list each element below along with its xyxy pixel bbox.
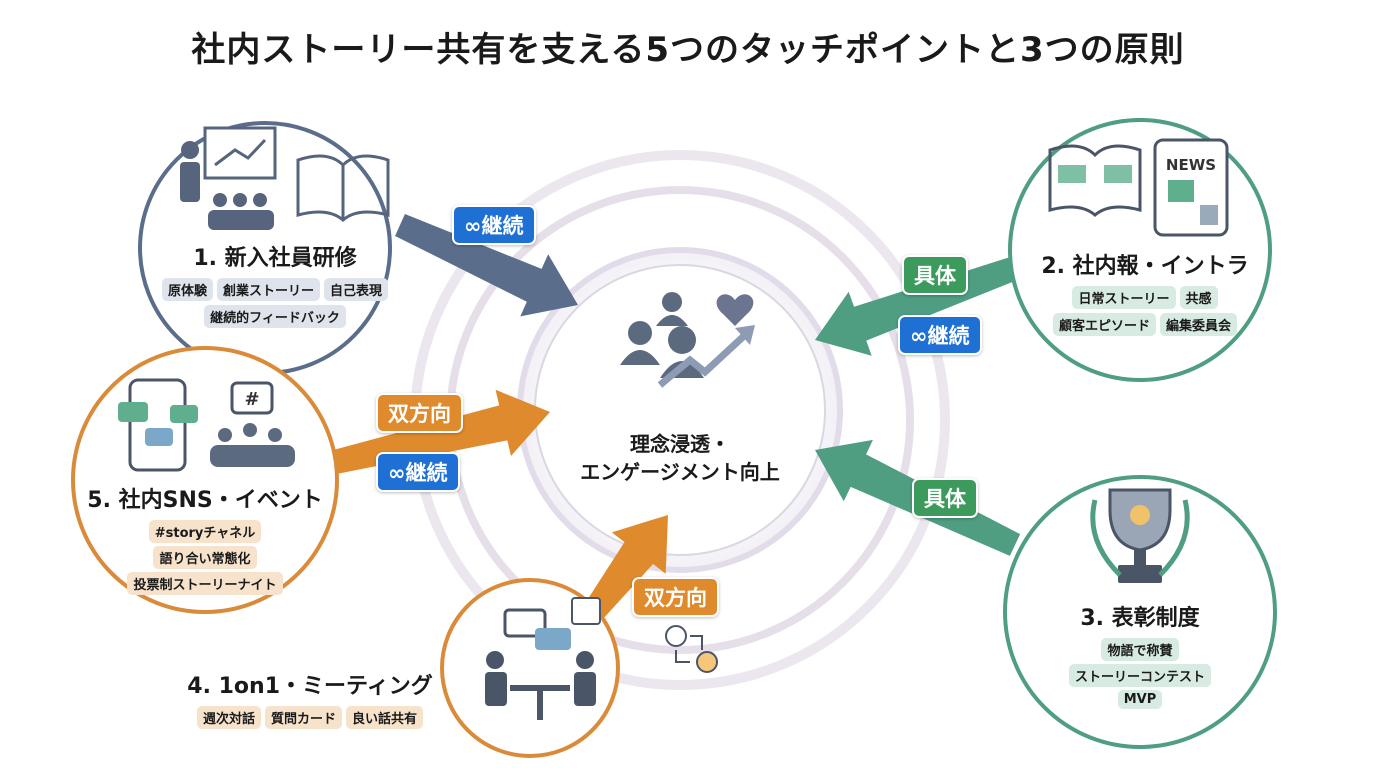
meeting-icon bbox=[485, 597, 601, 720]
touchpoint-name: 2. 社内報・イントラ bbox=[1041, 254, 1249, 279]
badge-concrete: 具体 bbox=[912, 478, 978, 518]
arrow-shape bbox=[585, 515, 668, 618]
touchpoint-1on1: 4. 1on1・ミーティング 週次対話 質問カード 良い話共有 bbox=[160, 668, 460, 729]
touchpoint-training: 1. 新入社員研修 原体験 創業ストーリー 自己表現 継続的フィードバック bbox=[145, 240, 405, 328]
arrow-shape bbox=[395, 214, 578, 317]
touchpoint-newsletter: 2. 社内報・イントラ 日常ストーリー 共感 顧客エピソード 編集委員会 bbox=[1015, 248, 1275, 336]
badge-bidirectional: 双方向 bbox=[376, 393, 463, 433]
badge-continuous: ∞継続 bbox=[452, 205, 536, 245]
badge-continuous: ∞継続 bbox=[376, 452, 460, 492]
trophy-icon bbox=[1090, 488, 1190, 583]
tag: 共感 bbox=[1179, 286, 1218, 309]
tag: 顧客エピソード bbox=[1052, 313, 1156, 336]
team-growth-icon bbox=[620, 292, 755, 388]
presenter-icon bbox=[180, 126, 277, 230]
smile-exchange-icon bbox=[665, 625, 718, 673]
tag: 創業ストーリー bbox=[216, 278, 320, 301]
tag: 語り合い常態化 bbox=[153, 546, 257, 569]
center-goal-line1: 理念浸透・ bbox=[630, 432, 730, 456]
center-circle bbox=[534, 264, 826, 556]
tag: 日常ストーリー bbox=[1072, 286, 1176, 309]
hashtag-label: # bbox=[244, 389, 259, 410]
badge-concrete: 具体 bbox=[902, 255, 968, 295]
page-title: 社内ストーリー共有を支える5つのタッチポイントと3つの原則 bbox=[191, 30, 1185, 70]
touchpoint-name: 4. 1on1・ミーティング bbox=[187, 674, 433, 699]
badge-bidirectional: 双方向 bbox=[632, 577, 719, 617]
news-tablet-icon bbox=[1153, 138, 1229, 237]
arrow-newsletter-to-center bbox=[815, 256, 1020, 356]
newspaper-icon bbox=[1048, 144, 1142, 217]
community-icon bbox=[210, 381, 295, 467]
center-goal: 理念浸透・ エンゲージメント向上 bbox=[560, 430, 800, 486]
tag: 物語で称賛 bbox=[1101, 638, 1179, 661]
news-label: NEWS bbox=[1166, 156, 1216, 174]
touchpoint-sns: 5. 社内SNS・イベント #storyチャネル 語り合い常態化 投票制ストーリ… bbox=[75, 482, 335, 595]
arrow-1on1-to-center bbox=[585, 515, 668, 618]
tag: 原体験 bbox=[161, 278, 213, 301]
tag: 週次対話 bbox=[196, 706, 261, 729]
touchpoint-name: 5. 社内SNS・イベント bbox=[87, 488, 323, 513]
open-book-icon bbox=[296, 154, 390, 222]
tag: 自己表現 bbox=[324, 278, 389, 301]
tag: MVP bbox=[1117, 690, 1163, 709]
touchpoint-name: 3. 表彰制度 bbox=[1080, 606, 1200, 631]
tag: ストーリーコンテスト bbox=[1068, 664, 1211, 687]
tag: 投票制ストーリーナイト bbox=[127, 572, 283, 595]
tag: 質問カード bbox=[264, 706, 342, 729]
smartphone-chat-icon bbox=[118, 378, 198, 472]
center-goal-line2: エンゲージメント向上 bbox=[580, 460, 780, 484]
touchpoint-name: 1. 新入社員研修 bbox=[193, 246, 357, 271]
arrow-training-to-center bbox=[395, 214, 578, 317]
tag: 良い話共有 bbox=[346, 706, 424, 729]
tag: #storyチャネル bbox=[148, 520, 262, 543]
touchpoint-award: 3. 表彰制度 物語で称賛 ストーリーコンテスト MVP bbox=[1020, 600, 1260, 709]
tag: 編集委員会 bbox=[1160, 313, 1238, 336]
arrow-shape bbox=[815, 256, 1020, 356]
tag: 継続的フィードバック bbox=[204, 305, 346, 328]
badge-continuous: ∞継続 bbox=[898, 315, 982, 355]
